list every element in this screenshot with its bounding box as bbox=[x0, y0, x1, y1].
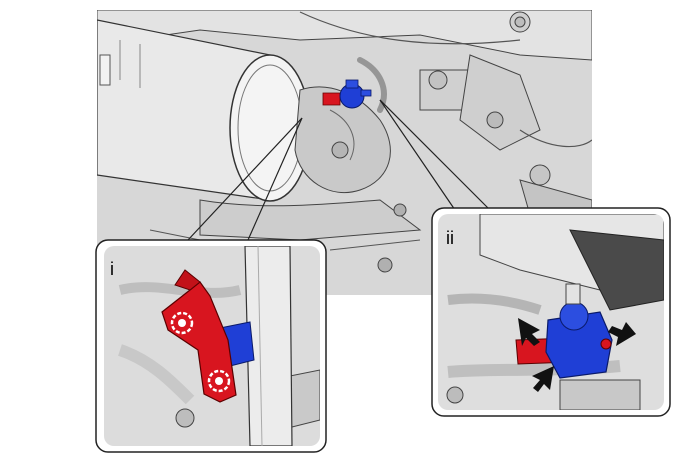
callout-ii-blue-valve bbox=[545, 283, 613, 379]
main-red-hose bbox=[322, 92, 341, 106]
callout-ii: ii bbox=[431, 207, 671, 417]
callout-i: i bbox=[95, 239, 327, 453]
main-blue-valve bbox=[339, 79, 372, 109]
callout-i-label: i bbox=[110, 259, 114, 279]
pointer-arrow-icon bbox=[518, 318, 540, 346]
clamp-marker-icon bbox=[207, 369, 231, 393]
callout-ii-label: ii bbox=[446, 228, 454, 248]
canister bbox=[97, 19, 311, 202]
pointer-arrow-icon bbox=[532, 366, 554, 392]
pointer-arrow-icon bbox=[608, 322, 636, 346]
clamp-marker-icon bbox=[170, 311, 194, 335]
leader-lines bbox=[187, 99, 491, 241]
